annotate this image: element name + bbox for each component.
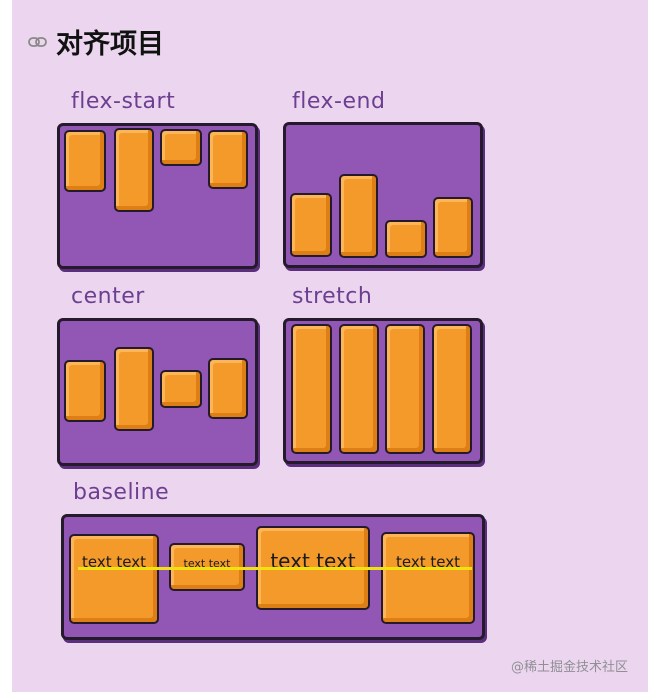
item-flex-end-4 [433, 197, 473, 258]
item-baseline-4-text: text text [396, 553, 460, 571]
item-flex-start-2 [114, 128, 154, 212]
link-icon[interactable] [28, 35, 48, 49]
item-stretch-2 [339, 324, 379, 454]
title-row: 对齐项目 [28, 22, 164, 61]
label-flex-start: flex-start [71, 89, 176, 114]
item-flex-start-3 [160, 129, 202, 166]
item-center-2 [114, 347, 154, 431]
item-stretch-1 [291, 324, 332, 454]
label-center: center [71, 284, 145, 309]
item-stretch-4 [432, 324, 472, 454]
item-baseline-1: text text [69, 534, 159, 624]
item-flex-start-1 [64, 130, 106, 192]
watermark: @稀土掘金技术社区 [510, 660, 628, 675]
item-center-4 [208, 358, 248, 419]
item-center-3 [160, 370, 202, 408]
label-baseline: baseline [73, 480, 170, 505]
item-baseline-2-text: text text [183, 557, 231, 570]
item-baseline-1-text: text text [82, 553, 146, 571]
item-flex-start-4 [208, 130, 248, 189]
item-baseline-4: text text [381, 532, 475, 624]
item-center-1 [64, 360, 106, 422]
page-title: 对齐项目 [56, 29, 164, 60]
item-flex-end-1 [290, 193, 332, 257]
baseline-line [78, 567, 472, 570]
label-stretch: stretch [292, 284, 373, 309]
item-stretch-3 [385, 324, 425, 454]
item-flex-end-2 [339, 174, 378, 258]
item-flex-end-3 [385, 220, 427, 258]
label-flex-end: flex-end [292, 89, 386, 114]
